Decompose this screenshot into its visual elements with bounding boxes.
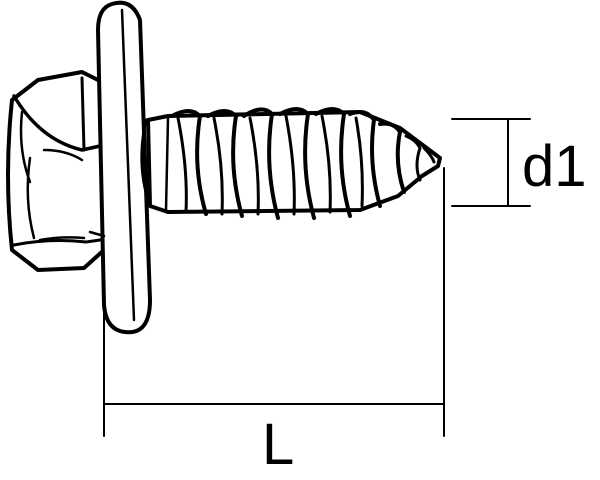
washer-flange — [88, 0, 152, 335]
length-dimension: L — [103, 167, 445, 477]
diameter-dimension: d1 — [451, 118, 587, 207]
screw-threads — [170, 107, 436, 220]
hex-head — [6, 70, 106, 272]
l-label: L — [262, 412, 294, 477]
d1-label: d1 — [522, 134, 587, 199]
